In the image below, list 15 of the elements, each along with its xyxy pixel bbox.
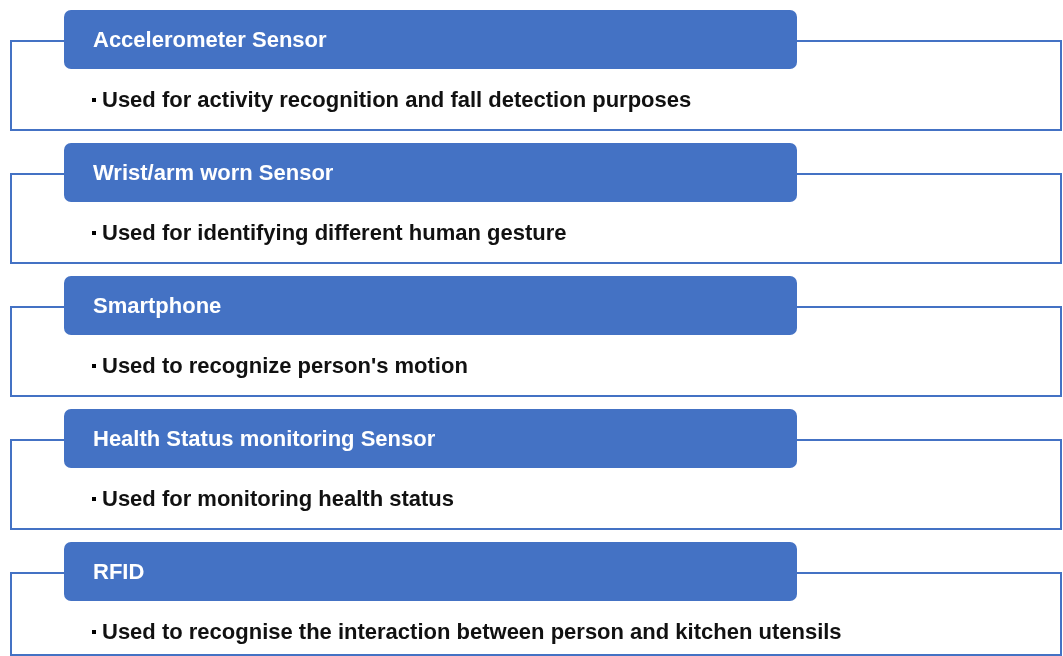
- header-tab: [64, 276, 797, 335]
- description-text: Used to recognize person's motion: [102, 353, 468, 379]
- description-text: Used for activity recognition and fall detection purposes: [102, 87, 692, 113]
- description-text: Used for monitoring health status: [102, 486, 455, 512]
- header-text: Accelerometer Sensor: [93, 26, 327, 53]
- header-text: Smartphone: [93, 292, 222, 319]
- header-tab: [64, 143, 797, 202]
- header-text: Health Status monitoring Sensor: [93, 425, 436, 452]
- header-text: RFID: [93, 558, 145, 585]
- header-tab: [64, 409, 797, 468]
- description-text: Used for identifying different human gesture: [102, 220, 567, 246]
- header-tab: [64, 10, 797, 69]
- header-tab: [64, 542, 797, 601]
- description-text: Used to recognise the interaction between person and kitchen utensils: [102, 619, 842, 645]
- header-text: Wrist/arm worn Sensor: [93, 159, 334, 186]
